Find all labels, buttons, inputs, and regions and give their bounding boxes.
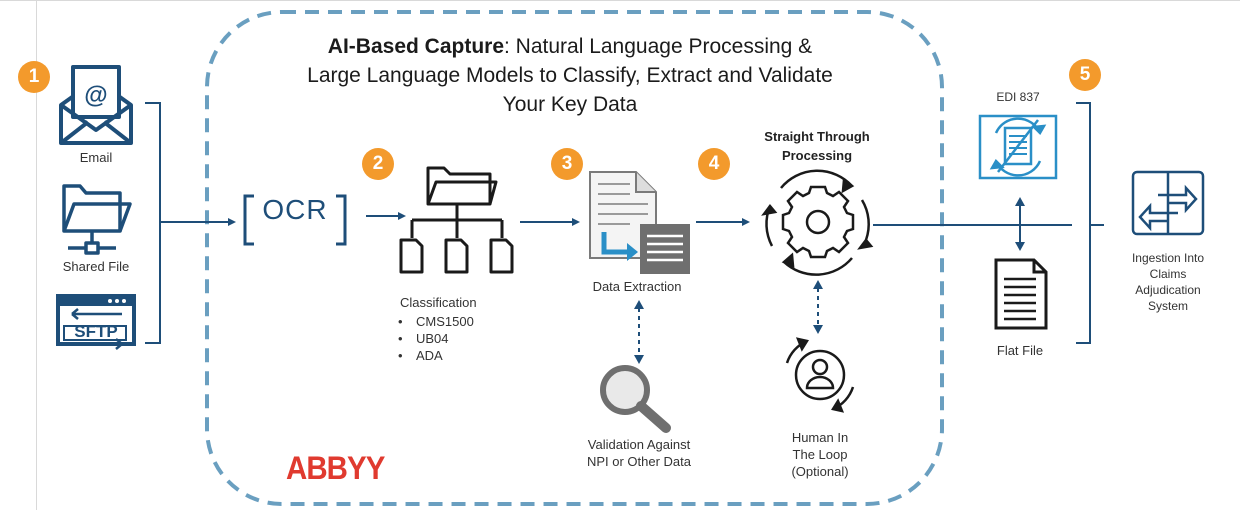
edi-label: EDI 837 — [996, 90, 1040, 104]
human-line3: (Optional) — [791, 464, 849, 479]
step-badge-5: 5 — [1069, 59, 1101, 91]
ingestion-line2: Claims — [1149, 267, 1187, 281]
human-in-loop-icon — [785, 337, 855, 413]
classification-list: CMS1500 UB04 ADA — [398, 313, 474, 364]
title-line2: Large Language Models to Classify, Extra… — [307, 64, 833, 87]
ocr-label: OCR — [262, 194, 328, 225]
edi-document-icon — [978, 114, 1058, 180]
title-bold: AI-Based Capture — [327, 35, 504, 58]
data-extraction-label: Data Extraction — [592, 279, 682, 294]
validation-label: Validation Against NPI or Other Data — [564, 436, 714, 470]
ingestion-label: Ingestion Into Claims Adjudication Syste… — [1112, 250, 1224, 314]
step-badge-2: 2 — [362, 148, 394, 180]
validation-line2: NPI or Other Data — [586, 454, 692, 469]
shared-file-label: Shared File — [62, 259, 130, 274]
ai-capture-boundary — [205, 10, 944, 506]
output-bracket — [1076, 102, 1091, 344]
human-line1: Human In — [791, 430, 849, 445]
classification-item: CMS1500 — [398, 313, 474, 330]
step-badge-3: 3 — [551, 148, 583, 180]
step-badge-4: 4 — [698, 148, 730, 180]
flat-file-icon — [994, 258, 1048, 330]
human-in-loop-label: Human In The Loop (Optional) — [770, 429, 870, 480]
stp-label: Straight Through Processing — [742, 127, 892, 165]
flat-file-label: Flat File — [996, 343, 1044, 358]
diagram-title: AI-Based Capture: Natural Language Proce… — [250, 32, 890, 119]
shared-folder-icon — [62, 184, 132, 255]
title-line1-rest: : Natural Language Processing & — [504, 35, 813, 58]
ingestion-line3: Adjudication — [1135, 283, 1201, 297]
svg-text:@: @ — [84, 82, 107, 109]
step-badge-1: 1 — [18, 61, 50, 93]
stp-line1: Straight Through — [764, 129, 870, 144]
ocr-icon — [243, 194, 347, 246]
ingestion-line4: System — [1147, 299, 1188, 313]
gear-cycle-icon — [761, 169, 874, 276]
stp-line2: Processing — [781, 148, 853, 163]
data-extraction-icon — [589, 171, 690, 274]
classification-item: ADA — [398, 347, 474, 364]
sftp-icon — [56, 294, 136, 350]
abbyy-logo: ABBYY — [286, 450, 385, 486]
human-line2: The Loop — [792, 447, 848, 462]
magnifier-icon — [600, 365, 671, 433]
sftp-label: SFTP — [74, 322, 118, 341]
classification-icon — [399, 166, 514, 274]
email-label: Email — [79, 150, 113, 165]
sources-bracket — [145, 102, 161, 344]
title-line3: Your Key Data — [502, 93, 638, 116]
classification-item: UB04 — [398, 330, 474, 347]
classification-label: Classification — [400, 295, 477, 310]
email-icon: @ — [59, 65, 133, 145]
ingestion-system-icon — [1131, 170, 1205, 236]
validation-line1: Validation Against — [587, 437, 691, 452]
ingestion-line1: Ingestion Into — [1131, 251, 1205, 265]
